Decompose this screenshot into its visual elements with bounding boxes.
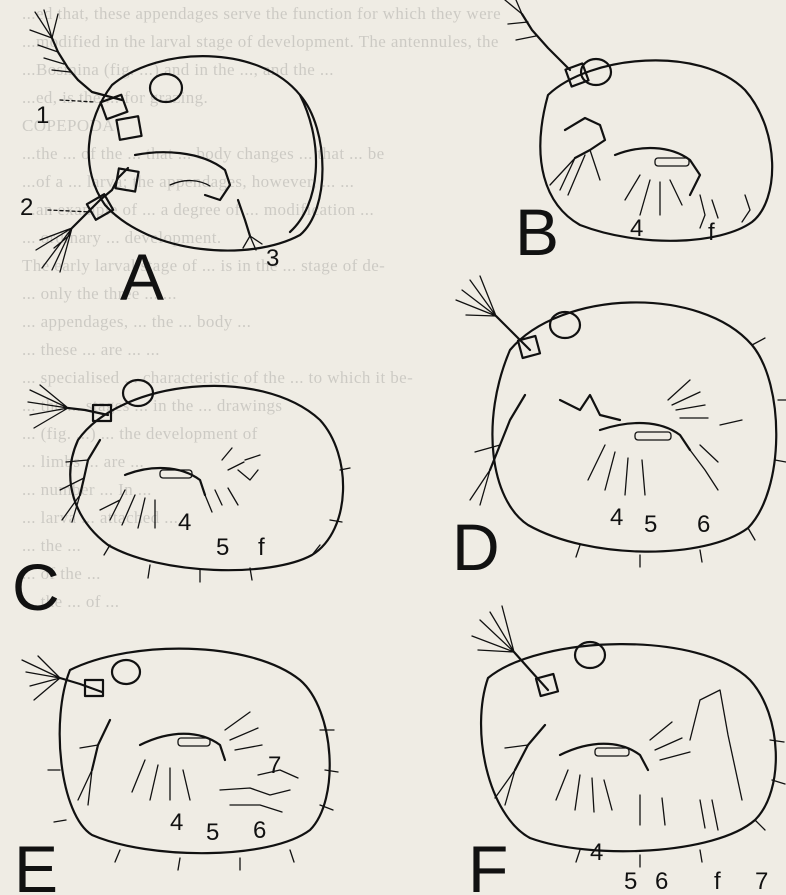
panel-letter-d: D (452, 510, 500, 584)
label-e-6: 6 (253, 817, 266, 844)
label-b-4: 4 (630, 215, 643, 242)
label-c-f: f (258, 534, 265, 561)
label-e-7: 7 (268, 752, 281, 779)
label-c-4: 4 (178, 509, 191, 536)
panel-c: 4 5 f C (12, 380, 350, 624)
label-a-3: 3 (266, 245, 279, 272)
label-e-5: 5 (206, 819, 219, 846)
label-f-6: 6 (655, 868, 668, 895)
label-b-f: f (708, 219, 715, 246)
label-a-2: 2 (20, 194, 33, 221)
label-f-5: 5 (624, 868, 637, 895)
panel-e: 4 5 6 7 E (14, 649, 338, 895)
panel-a: 1 2 3 A (20, 10, 323, 314)
label-f-7: 7 (755, 868, 768, 895)
label-f-4: 4 (590, 839, 603, 866)
panel-d: 4 5 6 D (452, 276, 786, 584)
label-e-4: 4 (170, 809, 183, 836)
panel-letter-f: F (468, 832, 508, 895)
label-c-5: 5 (216, 534, 229, 561)
panel-letter-b: B (515, 195, 559, 269)
panel-f: 4 5 6 f 7 F (468, 606, 785, 895)
label-d-4: 4 (610, 504, 623, 531)
panel-letter-c: C (12, 550, 60, 624)
label-d-6: 6 (697, 511, 710, 538)
label-d-5: 5 (644, 511, 657, 538)
panel-letter-e: E (14, 832, 58, 895)
panel-letter-a: A (120, 240, 164, 314)
label-a-1: 1 (36, 102, 49, 129)
panel-b: 4 f B (505, 0, 772, 269)
label-f-f: f (714, 868, 721, 895)
